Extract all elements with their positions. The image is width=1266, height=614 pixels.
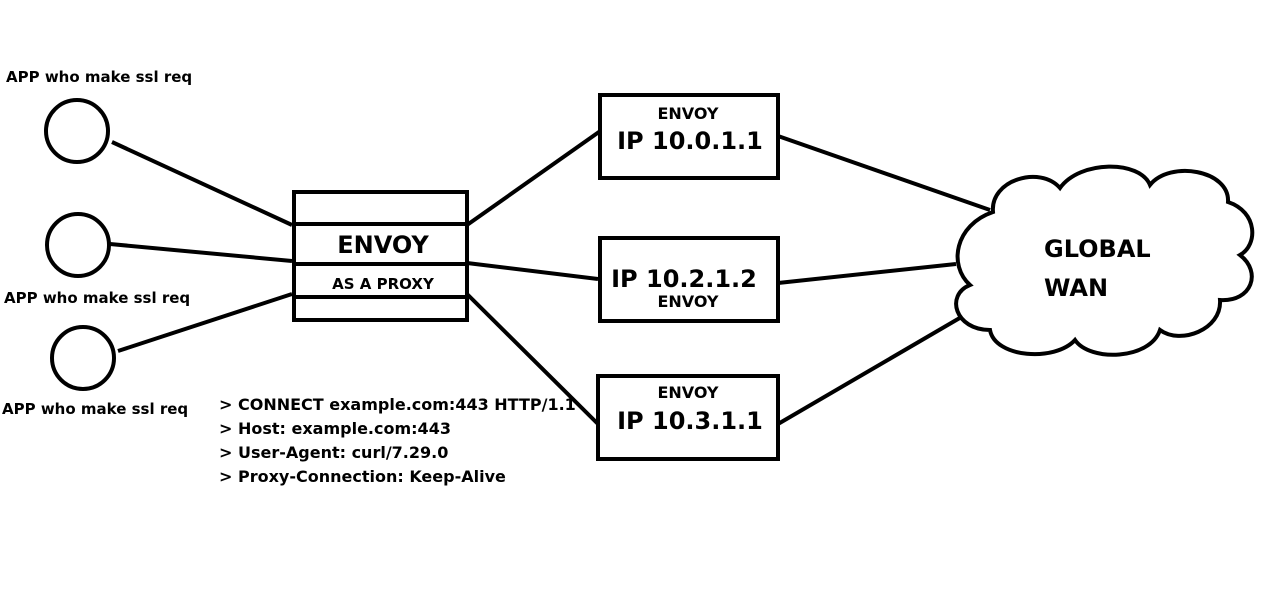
edge-node2-wan	[777, 262, 957, 285]
proxy-subtitle: AS A PROXY	[332, 275, 435, 293]
node2-label: ENVOY	[657, 292, 718, 311]
connectors	[109, 125, 991, 426]
app-label-2: APP who make ssl req	[4, 289, 190, 307]
request-line-1: > CONNECT example.com:443 HTTP/1.1	[219, 395, 576, 414]
edge-node1-wan	[777, 134, 991, 212]
node3-label: ENVOY	[657, 383, 718, 402]
edge-app2-proxy	[109, 242, 293, 263]
edge-proxy-node3	[465, 292, 600, 426]
request-headers: > CONNECT example.com:443 HTTP/1.1 > Hos…	[219, 395, 576, 486]
app-node-3	[50, 325, 116, 391]
edge-app3-proxy	[117, 292, 293, 353]
envoy-node-2: IP 10.2.1.2 ENVOY	[598, 236, 780, 323]
envoy-node-3: ENVOY IP 10.3.1.1	[596, 374, 780, 461]
request-line-3: > User-Agent: curl/7.29.0	[219, 443, 448, 462]
cloud-line2: WAN	[1044, 274, 1108, 302]
request-line-2: > Host: example.com:443	[219, 419, 451, 438]
proxy-title: ENVOY	[337, 231, 429, 259]
global-wan-cloud: GLOBAL WAN	[954, 164, 1255, 357]
edge-node3-wan	[776, 310, 972, 426]
cloud-line1: GLOBAL	[1044, 235, 1151, 263]
edge-app1-proxy	[111, 140, 293, 227]
request-line-4: > Proxy-Connection: Keep-Alive	[219, 467, 506, 486]
edge-proxy-node2	[466, 261, 599, 281]
node2-ip: IP 10.2.1.2	[611, 265, 757, 293]
node1-label: ENVOY	[657, 104, 718, 123]
cloud-icon	[954, 164, 1255, 357]
edge-proxy-node1	[465, 125, 608, 227]
node1-ip: IP 10.0.1.1	[617, 127, 763, 155]
envoy-node-1: ENVOY IP 10.0.1.1	[598, 93, 780, 180]
proxy-box: ENVOY AS A PROXY	[292, 190, 469, 322]
app-node-2	[45, 212, 111, 278]
app-label-3: APP who make ssl req	[2, 400, 188, 418]
app-node-1	[44, 98, 110, 164]
node3-ip: IP 10.3.1.1	[617, 407, 763, 435]
app-label-1: APP who make ssl req	[6, 68, 192, 86]
